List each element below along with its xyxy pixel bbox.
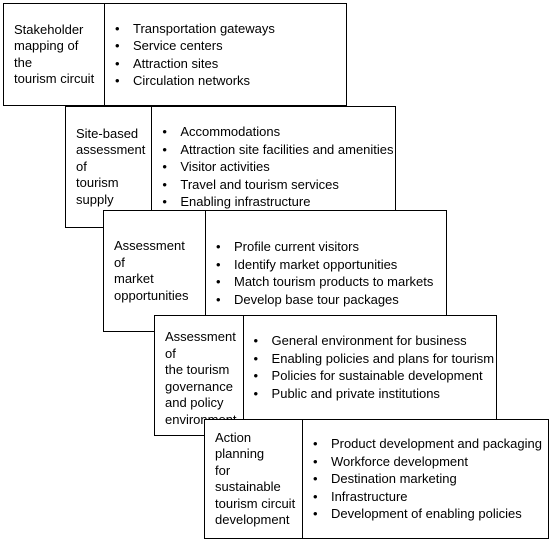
- step-3-label-cell: Assessment of market opportunities: [104, 211, 206, 331]
- step-2-item: Enabling infrastructure: [162, 193, 393, 211]
- step-3-item: Identify market opportunities: [216, 256, 433, 274]
- step-5-item: Infrastructure: [313, 488, 542, 506]
- step-5-label-cell: Action planning for sustainable tourism …: [205, 420, 303, 538]
- step-2-item: Travel and tourism services: [162, 176, 393, 194]
- step-4-item: Policies for sustainable development: [254, 367, 495, 385]
- step-1-item: Attraction sites: [115, 55, 275, 73]
- step-2-item: Visitor activities: [162, 158, 393, 176]
- step-1-item: Circulation networks: [115, 72, 275, 90]
- step-2-list: Accommodations Attraction site facilitie…: [152, 107, 399, 227]
- step-5-item: Workforce development: [313, 453, 542, 471]
- step-1-item: Service centers: [115, 37, 275, 55]
- step-4-item: Public and private institutions: [254, 385, 495, 403]
- step-2-item: Attraction site facilities and amenities: [162, 141, 393, 159]
- step-4-box: Assessment of the tourism governance and…: [154, 315, 497, 436]
- step-3-box: Assessment of market opportunities Profi…: [103, 210, 447, 332]
- step-1-list: Transportation gateways Service centers …: [105, 4, 281, 105]
- step-4-label-cell: Assessment of the tourism governance and…: [155, 316, 244, 435]
- step-3-list: Profile current visitors Identify market…: [206, 211, 439, 331]
- step-3-item: Develop base tour packages: [216, 291, 433, 309]
- step-5-item: Destination marketing: [313, 470, 542, 488]
- step-2-label-cell: Site-based assessment of tourism supply: [66, 107, 153, 227]
- step-2-box: Site-based assessment of tourism supply …: [65, 106, 396, 228]
- step-1-label-cell: Stakeholder mapping of the tourism circu…: [4, 4, 105, 105]
- step-4-list: General environment for business Enablin…: [244, 316, 501, 435]
- step-5-list: Product development and packaging Workfo…: [303, 420, 548, 538]
- step-5-item: Product development and packaging: [313, 435, 542, 453]
- step-2-item: Accommodations: [162, 123, 393, 141]
- step-4-item: Enabling policies and plans for tourism: [254, 350, 495, 368]
- step-1-label: Stakeholder mapping of the tourism circu…: [14, 21, 95, 87]
- step-4-label: Assessment of the tourism governance and…: [165, 329, 237, 427]
- step-3-item: Profile current visitors: [216, 238, 433, 256]
- step-4-item: General environment for business: [254, 332, 495, 350]
- step-3-label: Assessment of market opportunities: [114, 238, 189, 303]
- step-1-item: Transportation gateways: [115, 20, 275, 38]
- step-5-label: Action planning for sustainable tourism …: [215, 429, 296, 528]
- step-3-item: Match tourism products to markets: [216, 273, 433, 291]
- step-2-label: Site-based assessment of tourism supply: [76, 125, 146, 207]
- step-5-box: Action planning for sustainable tourism …: [204, 419, 549, 539]
- step-5-item: Development of enabling policies: [313, 505, 542, 523]
- step-1-box: Stakeholder mapping of the tourism circu…: [3, 3, 347, 106]
